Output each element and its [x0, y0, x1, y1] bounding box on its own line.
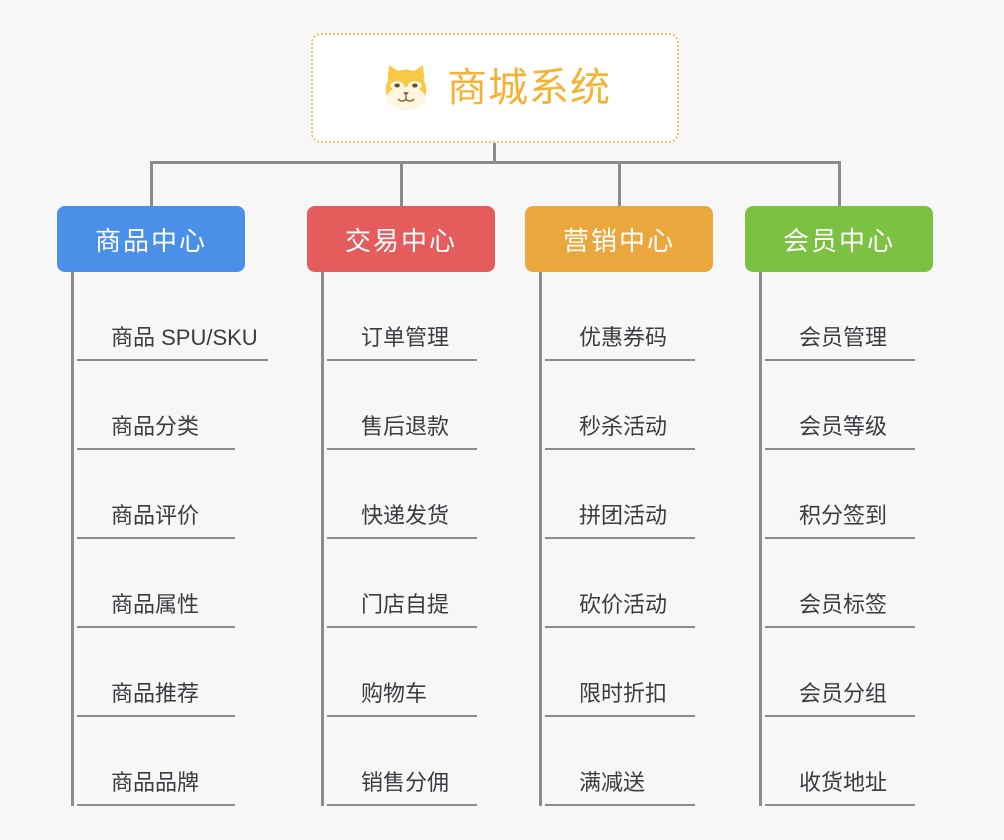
- connector-drop-category-2: [400, 161, 403, 206]
- category-box-3[interactable]: 营销中心: [525, 206, 713, 272]
- leaf-item[interactable]: 售后退款: [327, 361, 507, 450]
- leaf-item[interactable]: 快递发货: [327, 450, 507, 539]
- leaf-item[interactable]: 收货地址: [765, 717, 945, 806]
- leaf-item[interactable]: 会员管理: [765, 272, 945, 361]
- leaf-item-label: 商品 SPU/SKU: [77, 325, 268, 361]
- leaf-item[interactable]: 商品推荐: [77, 628, 277, 717]
- leaf-item-label: 秒杀活动: [545, 414, 695, 450]
- leaf-item[interactable]: 商品品牌: [77, 717, 277, 806]
- connector-drop-category-3: [618, 161, 621, 206]
- leaf-item-label: 会员管理: [765, 325, 915, 361]
- leaf-item[interactable]: 优惠券码: [545, 272, 725, 361]
- leaf-list: 订单管理售后退款快递发货门店自提购物车销售分佣: [321, 272, 507, 806]
- shiba-dog-face-icon: [385, 65, 427, 112]
- leaf-item-label: 商品分类: [77, 414, 235, 450]
- connector-drop-category-4: [838, 161, 841, 206]
- connector-drop-category-1: [150, 161, 153, 206]
- leaf-item-label: 拼团活动: [545, 503, 695, 539]
- connector-root-stem: [493, 143, 496, 164]
- leaf-item-label: 砍价活动: [545, 592, 695, 628]
- leaf-item-label: 商品推荐: [77, 681, 235, 717]
- leaf-item[interactable]: 限时折扣: [545, 628, 725, 717]
- category-label: 交易中心: [344, 225, 457, 256]
- leaf-item-label: 积分签到: [765, 503, 915, 539]
- leaf-item[interactable]: 积分签到: [765, 450, 945, 539]
- leaf-item-label: 会员标签: [765, 592, 915, 628]
- leaf-item[interactable]: 会员标签: [765, 539, 945, 628]
- root-node[interactable]: 商城系统: [311, 33, 679, 143]
- leaf-item[interactable]: 销售分佣: [327, 717, 507, 806]
- leaf-item-label: 购物车: [327, 681, 477, 717]
- leaf-item[interactable]: 满减送: [545, 717, 725, 806]
- leaf-item-label: 商品属性: [77, 592, 235, 628]
- leaf-item-label: 门店自提: [327, 592, 477, 628]
- leaf-item[interactable]: 商品属性: [77, 539, 277, 628]
- category-column: 商品中心商品 SPU/SKU 商品分类商品评价商品属性商品推荐商品品牌: [57, 206, 277, 806]
- leaf-list: 优惠券码秒杀活动拼团活动砍价活动限时折扣满减送: [539, 272, 725, 806]
- leaf-item-label: 订单管理: [327, 325, 477, 361]
- category-box-2[interactable]: 交易中心: [307, 206, 495, 272]
- leaf-list: 商品 SPU/SKU 商品分类商品评价商品属性商品推荐商品品牌: [71, 272, 277, 806]
- category-label: 营销中心: [562, 225, 675, 256]
- leaf-item-label: 快递发货: [327, 503, 477, 539]
- leaf-item-label: 收货地址: [765, 770, 915, 806]
- leaf-item-label: 销售分佣: [327, 770, 477, 806]
- leaf-item[interactable]: 砍价活动: [545, 539, 725, 628]
- category-column: 交易中心订单管理售后退款快递发货门店自提购物车销售分佣: [307, 206, 507, 806]
- category-label: 会员中心: [782, 225, 895, 256]
- leaf-item-label: 限时折扣: [545, 681, 695, 717]
- leaf-item-label: 会员分组: [765, 681, 915, 717]
- leaf-item[interactable]: 秒杀活动: [545, 361, 725, 450]
- leaf-item-label: 满减送: [545, 770, 695, 806]
- connector-horizontal-bus: [150, 161, 841, 164]
- leaf-item-label: 优惠券码: [545, 325, 695, 361]
- category-column: 营销中心优惠券码秒杀活动拼团活动砍价活动限时折扣满减送: [525, 206, 725, 806]
- leaf-list: 会员管理会员等级积分签到会员标签会员分组收货地址: [759, 272, 945, 806]
- leaf-item[interactable]: 会员分组: [765, 628, 945, 717]
- leaf-item[interactable]: 商品评价: [77, 450, 277, 539]
- category-box-1[interactable]: 商品中心: [57, 206, 245, 272]
- leaf-item[interactable]: 购物车: [327, 628, 507, 717]
- leaf-item-label: 售后退款: [327, 414, 477, 450]
- leaf-item[interactable]: 订单管理: [327, 272, 507, 361]
- leaf-item[interactable]: 门店自提: [327, 539, 507, 628]
- leaf-item[interactable]: 商品 SPU/SKU: [77, 272, 277, 361]
- leaf-item[interactable]: 商品分类: [77, 361, 277, 450]
- leaf-item-label: 商品评价: [77, 503, 235, 539]
- leaf-item-label: 会员等级: [765, 414, 915, 450]
- leaf-item-label: 商品品牌: [77, 770, 235, 806]
- category-column: 会员中心会员管理会员等级积分签到会员标签会员分组收货地址: [745, 206, 945, 806]
- category-label: 商品中心: [94, 225, 207, 256]
- root-title: 商城系统: [447, 66, 611, 110]
- leaf-item[interactable]: 会员等级: [765, 361, 945, 450]
- category-box-4[interactable]: 会员中心: [745, 206, 933, 272]
- leaf-item[interactable]: 拼团活动: [545, 450, 725, 539]
